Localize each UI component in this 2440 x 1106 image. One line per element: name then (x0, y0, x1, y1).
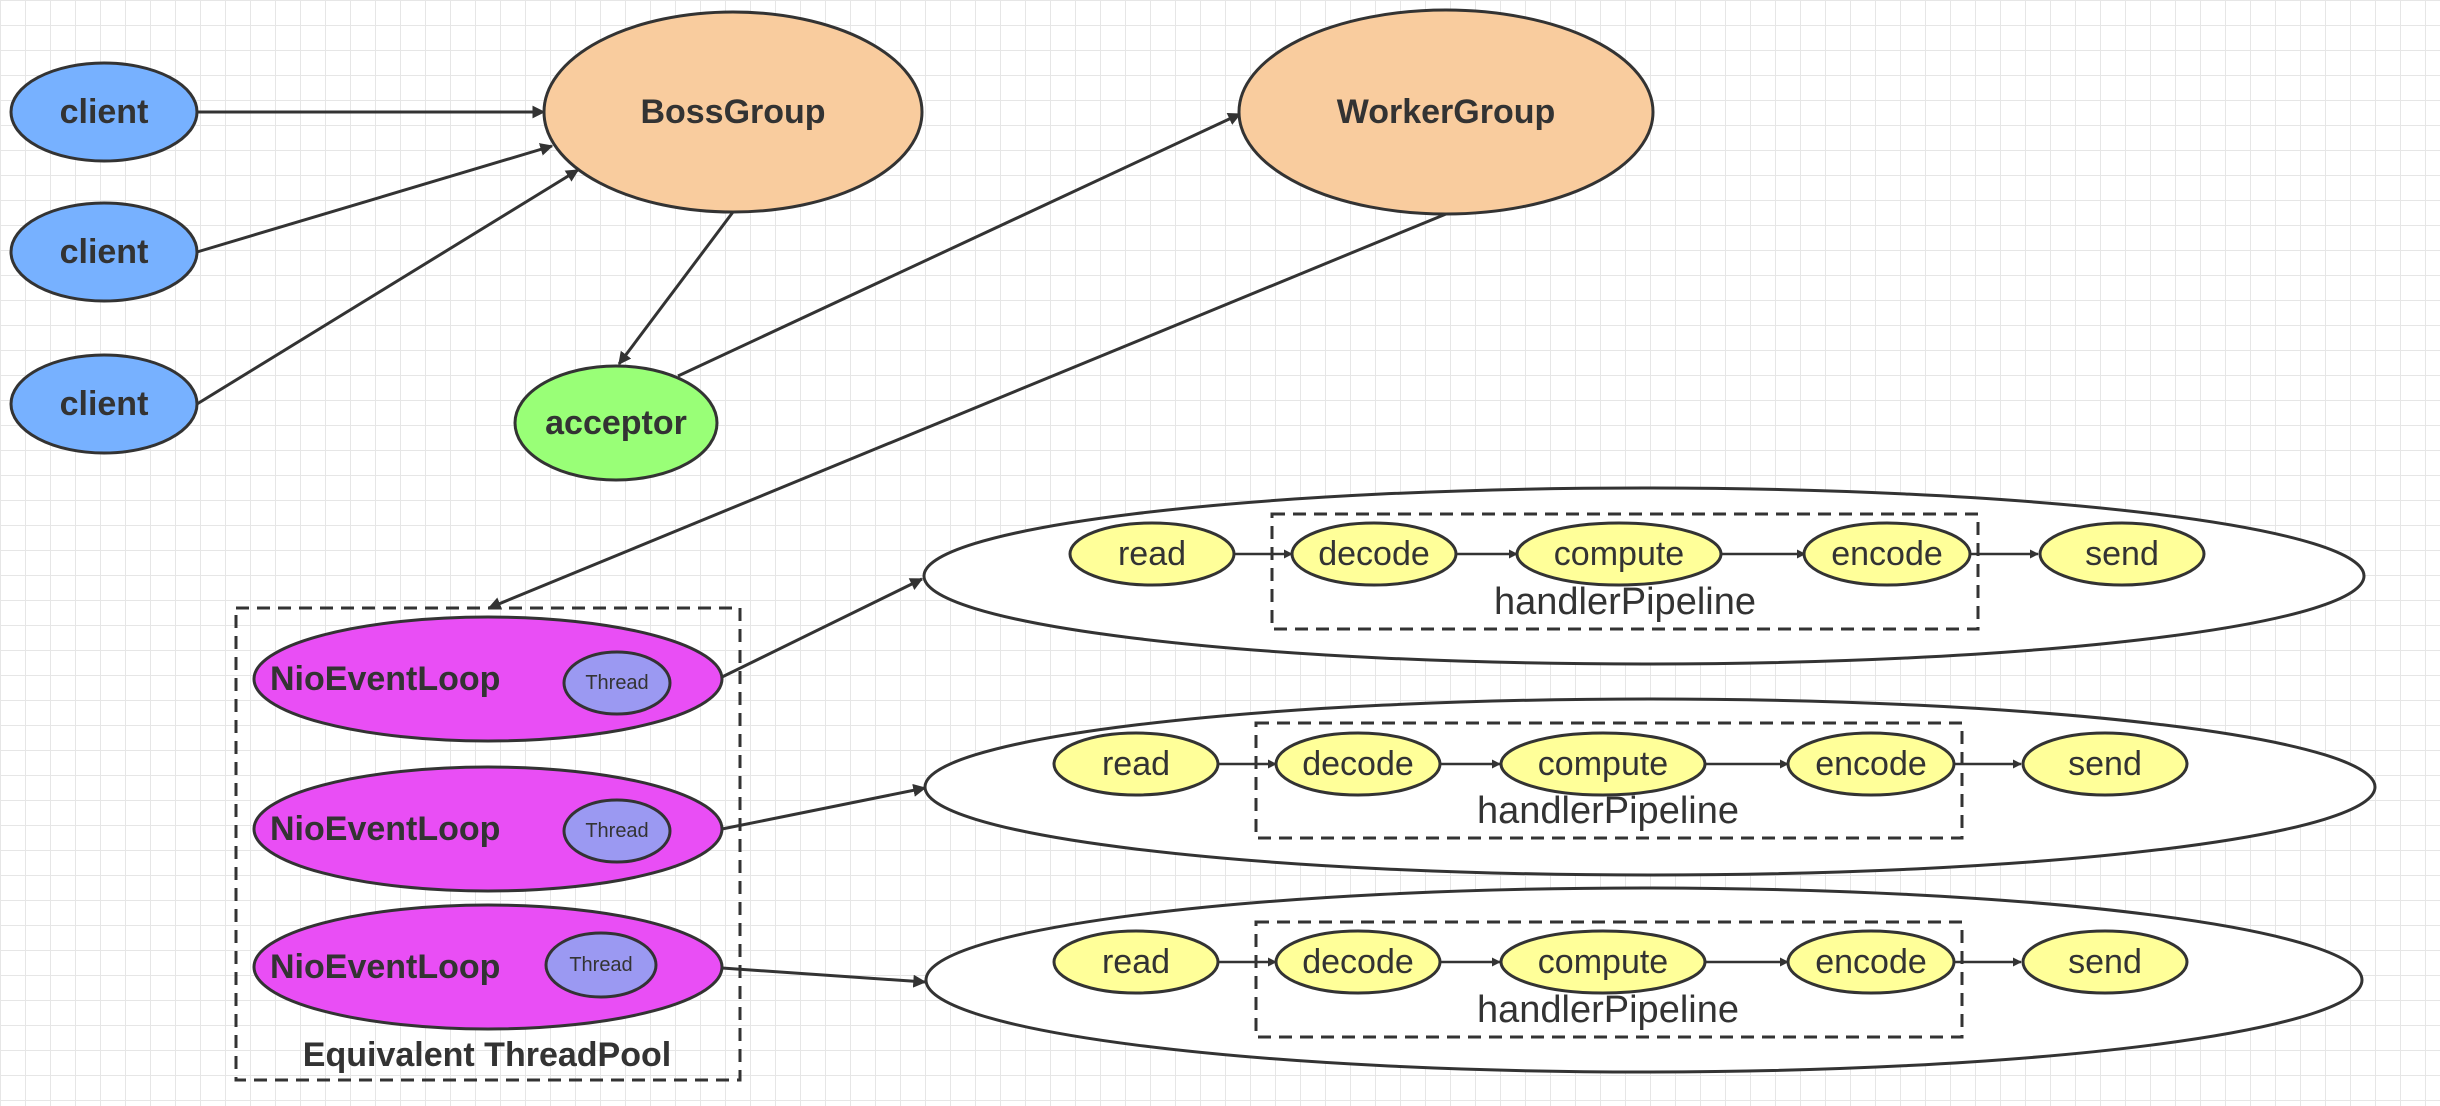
step-read: read (1052, 929, 1220, 995)
nioeventloop-label: NioEventLoop (270, 810, 500, 848)
step-decode: decode (1274, 929, 1442, 995)
arrow-workergroup-to-threadpool (487, 212, 1447, 610)
step-read: read (1052, 731, 1220, 797)
arrow-loop-3-to-pipeline-3 (721, 966, 927, 988)
client-node: client (9, 201, 199, 303)
thread-badge (562, 650, 672, 716)
top-connectors (196, 105, 1447, 610)
arrow-bossgroup-to-acceptor (617, 211, 735, 366)
step-send: send (2021, 929, 2189, 995)
workergroup-node: WorkerGroup (1237, 8, 1655, 216)
handler-pipeline-box (1254, 721, 1964, 840)
step-encode: encode (1786, 731, 1956, 797)
bossgroup-label: BossGroup (640, 93, 825, 131)
step-encode: encode (1786, 929, 1956, 995)
pipeline-row: handlerPipeline read decode compute enco… (922, 486, 2366, 666)
step-decode: decode (1290, 521, 1458, 587)
nioeventloop-node: NioEventLoop Thread (252, 903, 724, 1031)
step-label: read (1102, 745, 1170, 783)
step-label: send (2085, 535, 2159, 573)
nioeventloop-label: NioEventLoop (270, 660, 500, 698)
step-send: send (2038, 521, 2206, 587)
handler-pipeline-label: handlerPipeline (1477, 989, 1739, 1031)
loop-connectors (721, 577, 927, 988)
thread-label: Thread (585, 820, 648, 842)
arrow-client-2-to-bossgroup (196, 143, 554, 254)
nioeventloop-label: NioEventLoop (270, 948, 500, 986)
arrow-client-3-to-bossgroup (196, 168, 580, 406)
step-encode: encode (1802, 521, 1972, 587)
step-compute: compute (1515, 521, 1723, 587)
thread-badge (544, 931, 658, 999)
threadpool-label: Equivalent ThreadPool (303, 1036, 671, 1074)
step-label: send (2068, 943, 2142, 981)
arrow-loop-2-to-pipeline-2 (721, 783, 927, 831)
client-node: client (9, 353, 199, 455)
pipeline-row: handlerPipeline read decode compute enco… (924, 886, 2364, 1074)
thread-label: Thread (585, 672, 648, 694)
workergroup-label: WorkerGroup (1337, 93, 1556, 131)
arrow-loop-1-to-pipeline-1 (721, 577, 924, 679)
step-label: decode (1302, 745, 1414, 783)
nioeventloop-node: NioEventLoop Thread (252, 765, 724, 893)
client-label: client (60, 385, 149, 423)
handler-pipeline-label: handlerPipeline (1494, 581, 1756, 623)
step-label: decode (1318, 535, 1430, 573)
thread-badge (562, 798, 672, 864)
bossgroup-node: BossGroup (542, 10, 924, 214)
step-compute: compute (1499, 929, 1707, 995)
thread-label: Thread (569, 954, 632, 976)
threadpool-group: Equivalent ThreadPool NioEventLoop Threa… (234, 606, 742, 1082)
threadpool-border (234, 606, 742, 1082)
step-label: compute (1538, 943, 1668, 981)
step-read: read (1068, 521, 1236, 587)
handler-pipeline-box (1254, 920, 1964, 1039)
step-label: compute (1554, 535, 1684, 573)
step-compute: compute (1499, 731, 1707, 797)
step-label: read (1118, 535, 1186, 573)
client-node: client (9, 61, 199, 163)
handler-pipeline-box (1270, 512, 1980, 631)
handler-pipeline-label: handlerPipeline (1477, 790, 1739, 832)
step-label: encode (1815, 745, 1927, 783)
client-label: client (60, 93, 149, 131)
step-label: send (2068, 745, 2142, 783)
step-label: encode (1815, 943, 1927, 981)
arrow-acceptor-to-workergroup (677, 112, 1242, 378)
client-label: client (60, 233, 149, 271)
acceptor-node: acceptor (513, 364, 719, 482)
step-decode: decode (1274, 731, 1442, 797)
step-label: decode (1302, 943, 1414, 981)
pipeline-row: handlerPipeline read decode compute enco… (923, 697, 2377, 877)
step-label: encode (1831, 535, 1943, 573)
step-send: send (2021, 731, 2189, 797)
step-label: compute (1538, 745, 1668, 783)
acceptor-label: acceptor (545, 404, 687, 442)
nioeventloop-node: NioEventLoop Thread (252, 615, 724, 743)
step-label: read (1102, 943, 1170, 981)
